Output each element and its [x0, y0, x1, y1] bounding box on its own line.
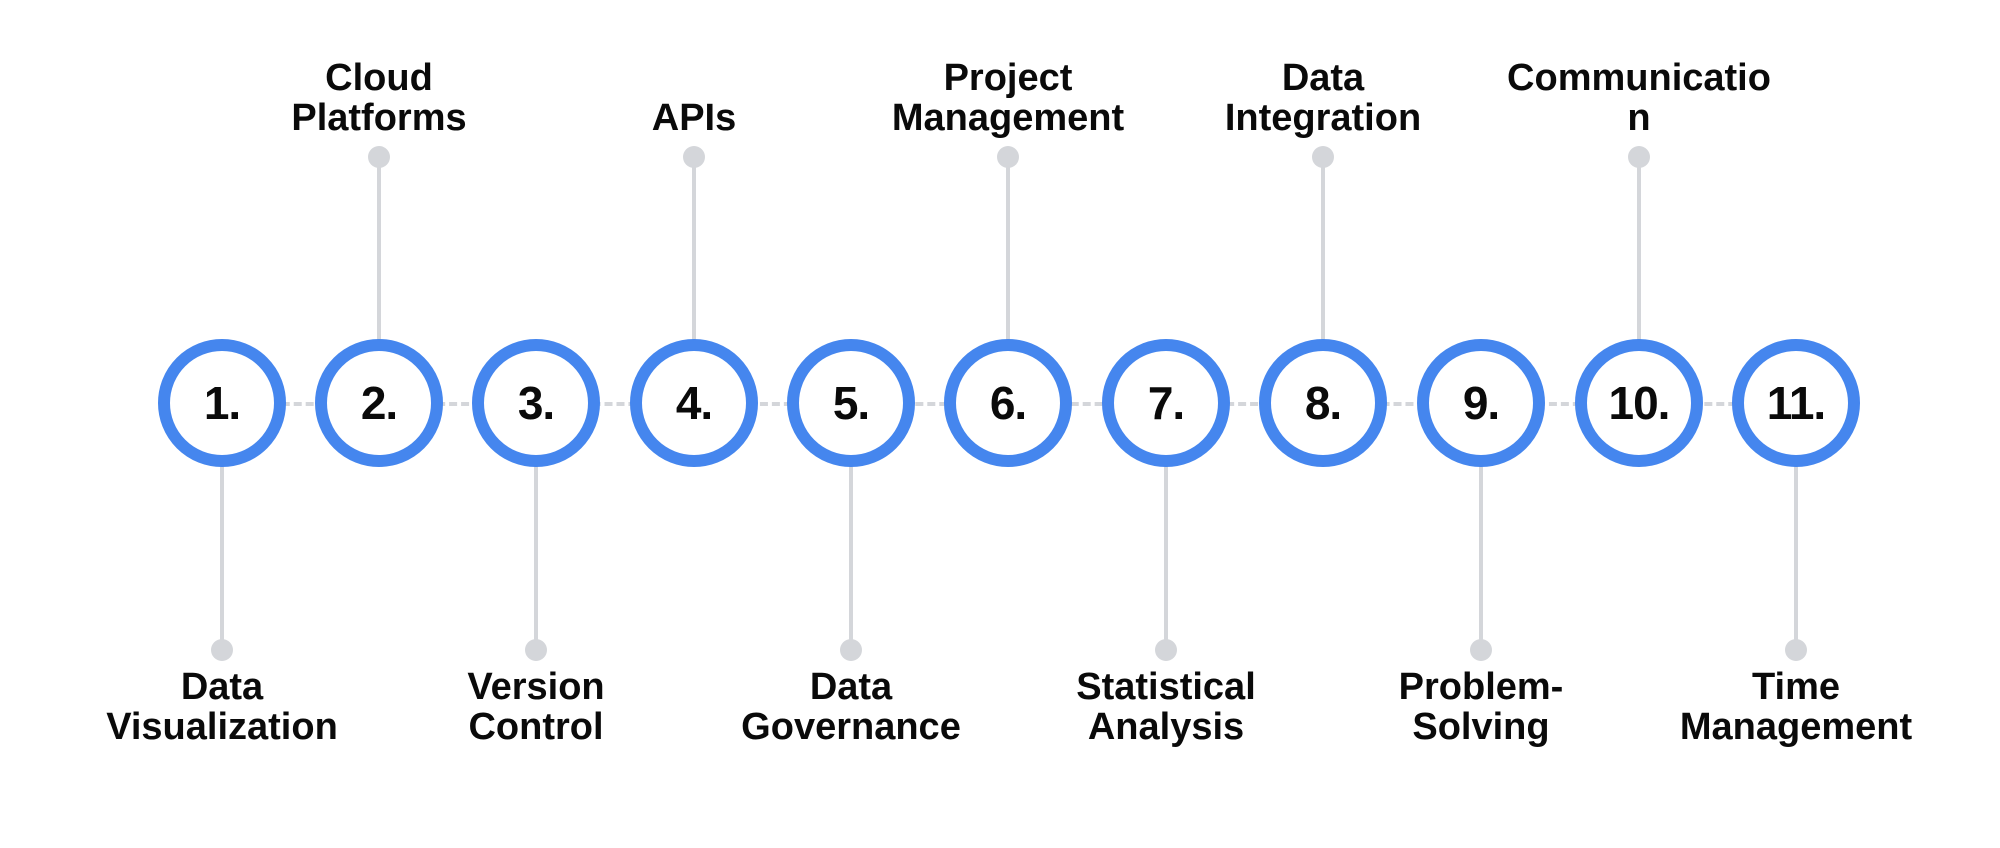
- step-label-line: Management: [1679, 706, 1913, 748]
- connector-line: [1637, 157, 1641, 403]
- connector-line: [1164, 403, 1168, 649]
- step-number: 8.: [1304, 377, 1342, 429]
- step-label-line: Cloud: [325, 57, 433, 99]
- step-label-line: Communicatio: [1507, 57, 1771, 99]
- step-label-line: APIs: [651, 97, 737, 139]
- step-label-line: Integration: [1224, 97, 1422, 139]
- connector-dot-icon: [997, 146, 1019, 168]
- connector-dot-icon: [525, 639, 547, 661]
- step-number-circle[interactable]: 6.: [944, 339, 1072, 467]
- step-number: 2.: [360, 377, 398, 429]
- step-label-line: Control: [468, 706, 604, 748]
- step-number: 1.: [203, 377, 241, 429]
- connector-line: [849, 403, 853, 649]
- connector-line: [1794, 403, 1798, 649]
- connector-dot-icon: [1470, 639, 1492, 661]
- connector-dot-icon: [840, 639, 862, 661]
- step-number-circle[interactable]: 2.: [315, 339, 443, 467]
- step-label-line: Problem-: [1398, 666, 1564, 708]
- connector-dot-icon: [1628, 146, 1650, 168]
- step-label-line: Time: [1751, 666, 1840, 708]
- step-label-line: Project: [943, 57, 1073, 99]
- step-number-circle[interactable]: 3.: [472, 339, 600, 467]
- step-label-line: n: [1627, 97, 1651, 139]
- step-number: 6.: [989, 377, 1027, 429]
- step-label-line: Data: [809, 666, 893, 708]
- connector-line: [534, 403, 538, 649]
- step-number-circle[interactable]: 4.: [630, 339, 758, 467]
- step-label: APIs: [544, 98, 844, 138]
- step-number-circle[interactable]: 11.: [1732, 339, 1860, 467]
- connector-line: [220, 403, 224, 649]
- step-number-circle[interactable]: 1.: [158, 339, 286, 467]
- connector-line: [1479, 403, 1483, 649]
- connector-dot-icon: [683, 146, 705, 168]
- step-label: Problem-Solving: [1331, 667, 1631, 747]
- step-number: 7.: [1147, 377, 1185, 429]
- step-label-line: Solving: [1412, 706, 1550, 748]
- connector-dot-icon: [211, 639, 233, 661]
- step-number: 3.: [517, 377, 555, 429]
- connector-dot-icon: [1785, 639, 1807, 661]
- connector-dot-icon: [1155, 639, 1177, 661]
- step-number-circle[interactable]: 9.: [1417, 339, 1545, 467]
- step-label-line: Governance: [741, 706, 961, 748]
- step-number: 4.: [675, 377, 713, 429]
- step-number: 5.: [832, 377, 870, 429]
- connector-line: [692, 157, 696, 403]
- step-number-circle[interactable]: 7.: [1102, 339, 1230, 467]
- connector-dot-icon: [368, 146, 390, 168]
- step-number-circle[interactable]: 8.: [1259, 339, 1387, 467]
- step-number: 10.: [1608, 377, 1671, 429]
- connector-dot-icon: [1312, 146, 1334, 168]
- step-label-line: Statistical: [1076, 666, 1256, 708]
- step-label-line: Version: [467, 666, 605, 708]
- connector-line: [377, 157, 381, 403]
- step-label-line: Management: [891, 97, 1125, 139]
- step-number-circle[interactable]: 10.: [1575, 339, 1703, 467]
- step-label-line: Visualization: [106, 706, 338, 748]
- step-number: 9.: [1462, 377, 1500, 429]
- step-number: 11.: [1766, 377, 1826, 429]
- step-number-circle[interactable]: 5.: [787, 339, 915, 467]
- step-label-line: Data: [1281, 57, 1365, 99]
- connector-line: [1006, 157, 1010, 403]
- step-label-line: Platforms: [291, 97, 467, 139]
- step-label-line: Analysis: [1087, 706, 1245, 748]
- connector-line: [1321, 157, 1325, 403]
- step-label-line: Data: [180, 666, 264, 708]
